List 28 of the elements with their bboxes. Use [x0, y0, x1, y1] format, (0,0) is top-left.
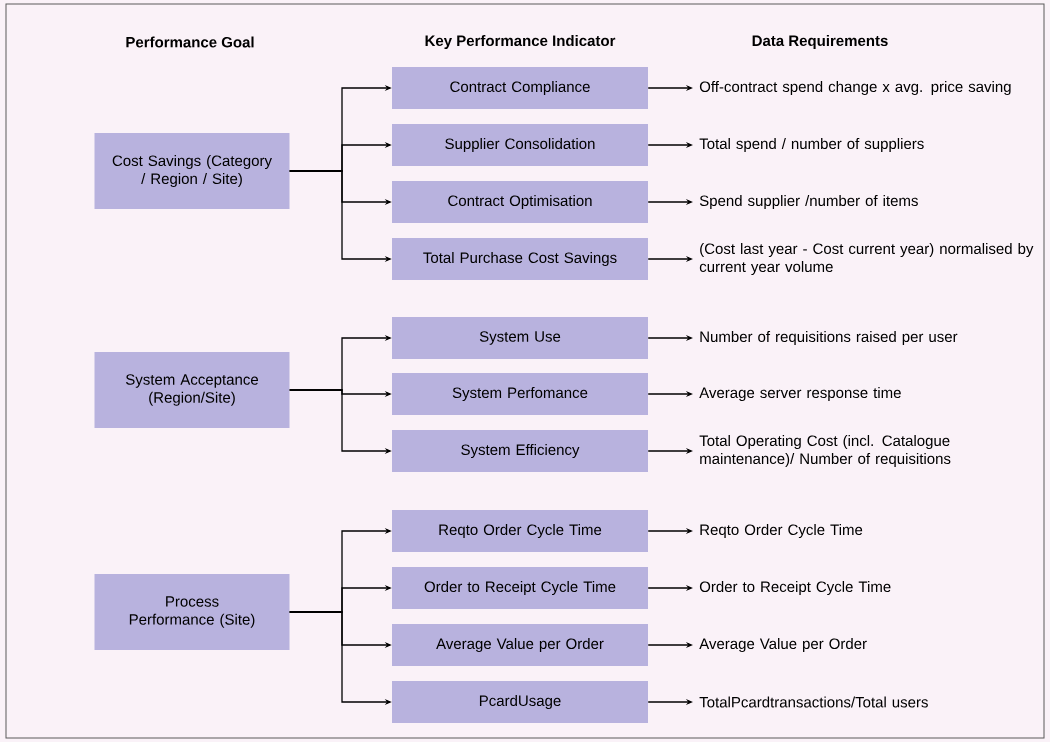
indicator-box: PcardUsage	[392, 681, 648, 723]
requirement-text: Average server response time	[699, 387, 901, 401]
requirement-text: Average Value per Order	[699, 638, 867, 652]
requirement-text: Reqto Order Cycle Time	[700, 524, 863, 538]
indicator-box: Reqto Order Cycle Time	[392, 510, 648, 552]
requirement-text: Spend supplier /number of items	[699, 195, 918, 209]
indicator-box: System Efficiency	[392, 430, 648, 472]
column-heading: Performance Goal	[126, 36, 254, 48]
requirement-text: (Cost last year - Cost current year) normalised by current year volume	[699, 243, 1034, 275]
indicator-box: System Use	[392, 317, 648, 359]
column-heading: Key Performance Indicator	[425, 35, 616, 49]
goal-box: Cost Savings (Category / Region / Site)	[94, 133, 290, 209]
indicator-box: Order to Receipt Cycle Time	[392, 567, 648, 609]
indicator-box: Contract Optimisation	[392, 181, 648, 223]
requirement-text: Total spend / number of suppliers	[699, 138, 924, 152]
goal-box: Process Performance (Site)	[94, 574, 290, 650]
indicator-box: Supplier Consolidation	[392, 124, 648, 166]
indicator-box: Total Purchase Cost Savings	[392, 238, 648, 280]
goal-box: System Acceptance (Region/Site)	[94, 352, 290, 428]
indicator-box: Contract Compliance	[392, 67, 648, 109]
indicator-box: System Perfomance	[392, 373, 648, 415]
column-heading: Data Requirements	[752, 35, 888, 49]
requirement-text: TotalPcardtransactions/Total users	[699, 696, 928, 708]
requirement-text: Total Operating Cost (incl. Catalogue maintenance)/ Number of requisitions	[699, 435, 951, 467]
requirement-text: Order to Receipt Cycle Time	[699, 581, 891, 595]
indicator-box: Average Value per Order	[392, 624, 648, 666]
requirement-text: Off-contract spend change x avg. price saving	[699, 81, 1011, 95]
requirement-text: Number of requisitions raised per user	[700, 331, 958, 345]
